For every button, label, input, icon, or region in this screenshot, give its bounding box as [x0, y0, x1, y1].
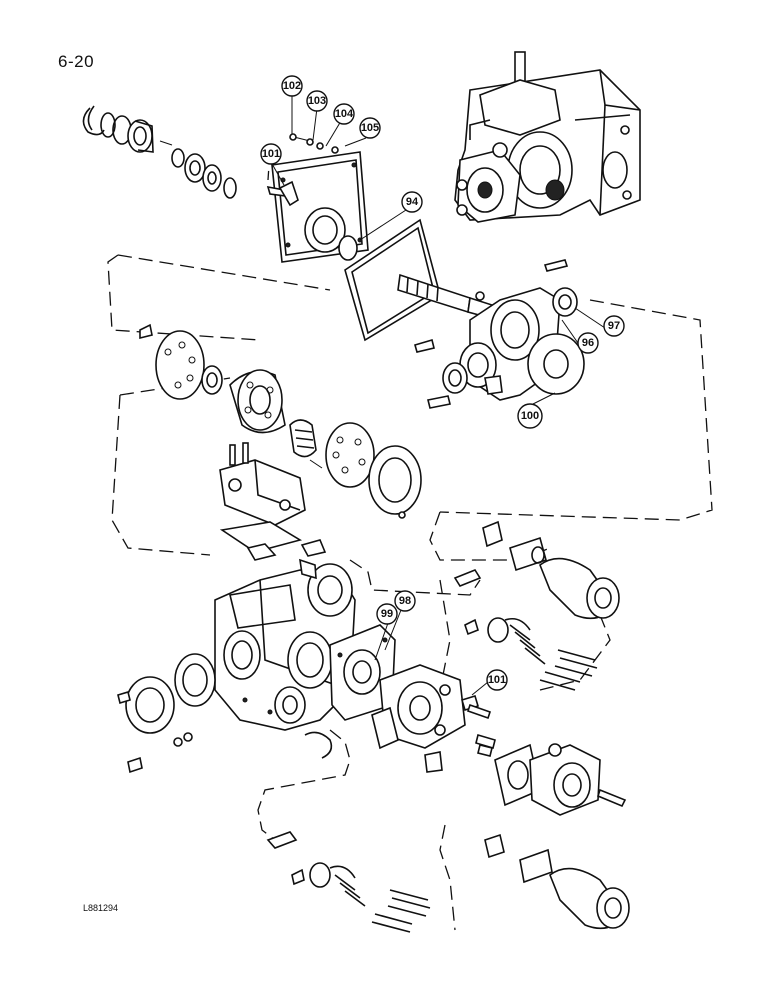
assembled-pump — [454, 51, 641, 223]
svg-text:100: 100 — [521, 410, 539, 422]
svg-text:101: 101 — [262, 148, 280, 160]
servo-cylinder-upper — [482, 520, 620, 620]
side-cover — [117, 653, 216, 774]
servo-spring-upper — [453, 569, 598, 691]
callout-103: 103 — [306, 90, 328, 112]
svg-text:98: 98 — [399, 595, 411, 607]
svg-text:97: 97 — [608, 320, 620, 332]
callout-99: 99 — [376, 603, 398, 625]
control-valve — [219, 442, 327, 561]
pump-housing — [214, 558, 356, 759]
callout-104: 104 — [333, 103, 355, 125]
servo-spring-lower — [266, 831, 431, 933]
servo-cylinder-lower — [484, 833, 630, 930]
swashplate-housing — [414, 259, 585, 409]
callout-100: 100 — [517, 403, 543, 429]
callout-94: 94 — [401, 191, 423, 213]
svg-text:104: 104 — [335, 108, 354, 120]
callout-97: 97 — [603, 315, 625, 337]
cover-plate — [266, 133, 369, 263]
callout-leaders — [270, 96, 606, 696]
callout-96: 96 — [577, 332, 599, 354]
charge-pump — [329, 624, 496, 773]
callout-101-upper: 101 — [260, 143, 282, 165]
drawing-code: L881294 — [83, 903, 119, 913]
svg-text:96: 96 — [582, 337, 594, 349]
callout-105: 105 — [359, 117, 381, 139]
svg-text:101: 101 — [488, 674, 506, 686]
auxiliary-pump — [494, 743, 627, 816]
svg-text:99: 99 — [381, 608, 393, 620]
svg-text:103: 103 — [308, 95, 326, 107]
callout-101-lower: 101 — [486, 669, 508, 691]
svg-text:105: 105 — [361, 122, 379, 134]
shaft-seal-group — [82, 105, 237, 199]
svg-text:94: 94 — [406, 196, 419, 208]
callout-98: 98 — [394, 590, 416, 612]
rotating-group — [139, 323, 422, 519]
page-number: 6-20 — [58, 52, 95, 71]
svg-text:102: 102 — [283, 80, 301, 92]
callout-102: 102 — [281, 75, 303, 97]
